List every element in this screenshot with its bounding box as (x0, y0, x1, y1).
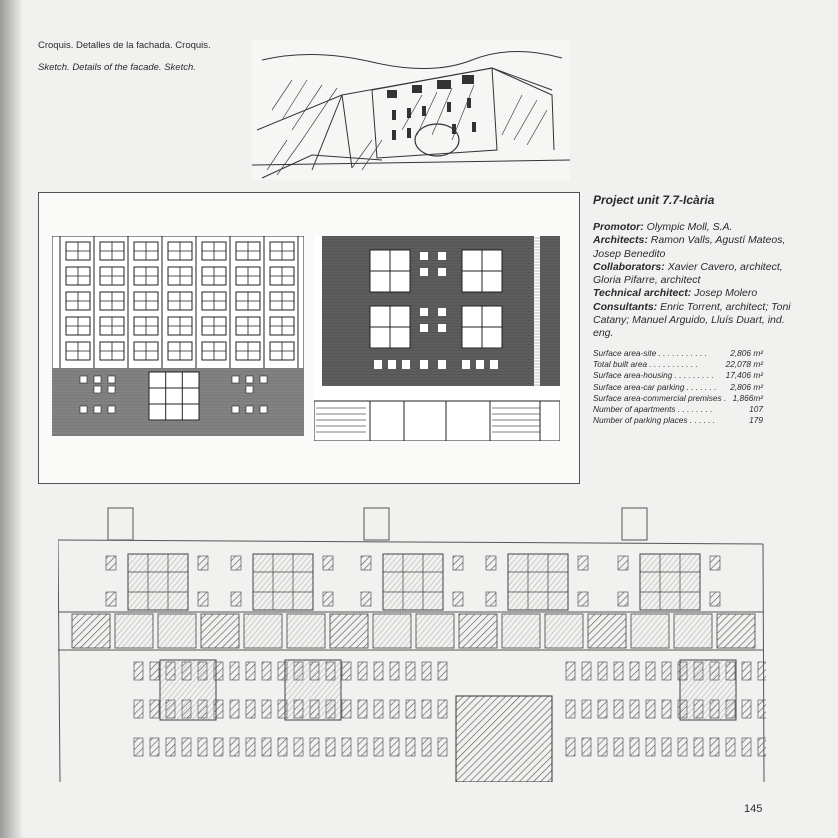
stat-value: 107 (749, 404, 763, 415)
stat-value: 17,406 m² (725, 370, 763, 381)
project-title: Project unit 7.7-Icària (593, 193, 715, 207)
consultants-value: Enric Torrent, architect; Toni Catany; M… (593, 300, 791, 340)
project-info: Project unit 7.7-Icària Promotor: Olympi… (593, 193, 793, 341)
promotor-label: Promotor: (593, 221, 644, 233)
stat-value: 179 (749, 415, 763, 426)
architects-value: Ramon Valls, Agustí Mateos, Josep Benedi… (593, 234, 786, 260)
consultants-label: Consultants: (593, 300, 658, 313)
stat-label: Surface area-commercial premises . (593, 392, 727, 403)
book-spine-shadow (0, 0, 22, 838)
caption-spanish: Croquis. Detalles de la fachada. Croquis… (38, 40, 211, 51)
stat-row: Surface area-car parking . . . . . . . 2,… (593, 382, 763, 393)
stat-row: Total built area . . . . . . . . . . . 22… (593, 359, 763, 370)
facade-elevation-left (52, 236, 304, 436)
promotor-value: Olympic Moll, S.A. (646, 221, 733, 233)
stat-label: Number of apartments . . . . . . . . (593, 404, 713, 415)
technical-architect-label: Technical architect: (593, 287, 692, 300)
facade-elevation-right (314, 236, 560, 441)
stat-row: Surface area-commercial premises . 1,866m… (593, 393, 763, 404)
collaborators-value: Xavier Cavero, architect, Gloria Pifarre… (593, 260, 783, 287)
stat-label: Surface area-site . . . . . . . . . . . (593, 348, 707, 358)
page-number: 145 (744, 803, 763, 815)
perspective-sketch (252, 40, 570, 180)
stat-row: Number of parking places . . . . . . 179 (593, 415, 763, 426)
technical-architect-value: Josep Molero (694, 287, 758, 300)
collaborators-label: Collaborators: (593, 260, 665, 273)
facade-pencil-sketch (58, 507, 766, 782)
project-stats: Surface area-site . . . . . . . . . . . 2… (593, 348, 763, 426)
stat-label: Total built area . . . . . . . . . . . (593, 359, 698, 370)
stat-value: 2,806 m² (730, 381, 763, 392)
stat-label: Surface area-housing . . . . . . . . . (593, 370, 714, 381)
stat-label: Number of parking places . . . . . . (593, 415, 716, 426)
stat-value: 2,806 m² (730, 348, 763, 358)
project-credits: Promotor: Olympic Moll, S.A. Architects:… (593, 221, 793, 341)
stat-value: 1,866m² (732, 392, 763, 403)
stat-label: Surface area-car parking . . . . . . . (593, 381, 717, 392)
stat-row: Surface area-housing . . . . . . . . . 17… (593, 370, 763, 381)
caption-english: Sketch. Details of the facade. Sketch. (38, 62, 196, 73)
stat-row: Number of apartments . . . . . . . . 107 (593, 404, 763, 415)
architects-label: Architects: (593, 234, 648, 247)
stat-row: Surface area-site . . . . . . . . . . . 2… (593, 348, 763, 359)
stat-value: 22,078 m² (725, 359, 763, 370)
